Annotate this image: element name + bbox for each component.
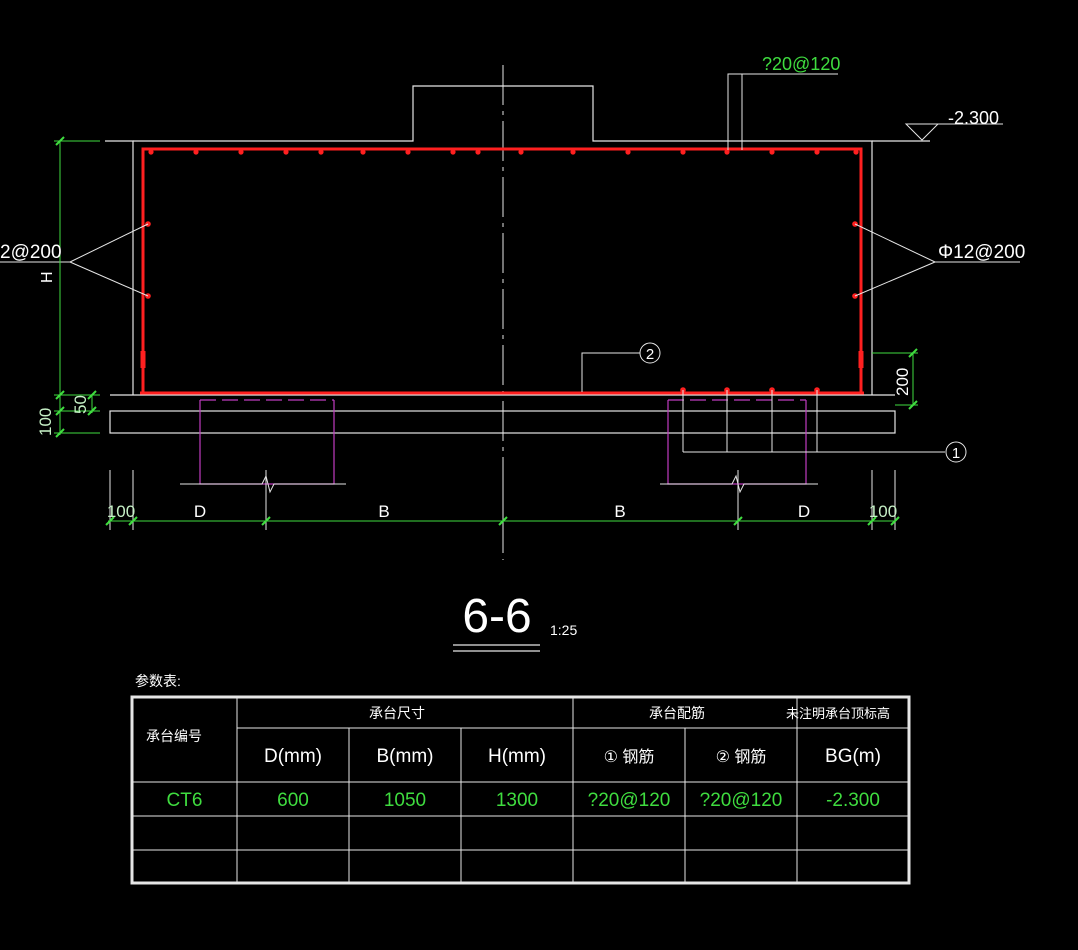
side-rebar-right-label: Φ12@200 (938, 242, 1025, 263)
section-title-underline (453, 644, 540, 652)
rebar-dot (193, 149, 199, 155)
rebar-dot (680, 149, 686, 155)
bottom-dim-100-left: 100 (107, 502, 135, 521)
rebar-dot (318, 149, 324, 155)
marker-2-circle (639, 342, 661, 364)
table-sub-header: ① 钢筋 (604, 748, 655, 766)
table-group-rebar: 承台配筋 (649, 705, 705, 721)
dimension-lines (54, 140, 918, 522)
rebar-dot (405, 149, 411, 155)
pile-cap-outline (105, 85, 930, 434)
leaders (0, 73, 1020, 453)
bottom-dim-d-left: D (194, 502, 206, 521)
rebar-dot (853, 149, 859, 155)
dimension-ticks (55, 136, 918, 438)
table-cell: CT6 (167, 790, 203, 811)
rebar-cage (140, 147, 864, 395)
table-head-id: 承台编号 (146, 728, 202, 744)
dim-200-label: 200 (893, 368, 912, 396)
rebar-dot (769, 149, 775, 155)
marker-1-label: 1 (952, 445, 960, 462)
dim-tick (261, 516, 271, 526)
dim-50-label: 50 (71, 395, 90, 414)
table-group-elev: 未注明承台顶标高 (786, 706, 890, 721)
rebar-dot (625, 149, 631, 155)
table-sub-header: B(mm) (377, 746, 434, 767)
dim-tick (890, 516, 900, 526)
rebar-dot (450, 149, 456, 155)
section-scale: 1:25 (550, 622, 577, 638)
table-rows: CT6 600 1050 1300 ?20@120 ?20@120 -2.300 (167, 790, 880, 811)
rebar-dot (518, 149, 524, 155)
section-title: 6-6 (462, 590, 531, 643)
elevation-label: -2.300 (948, 108, 999, 128)
rebar-dot (360, 149, 366, 155)
table-sub-header: ② 钢筋 (716, 748, 767, 766)
dim-tick (105, 516, 115, 526)
rebar-dot (814, 149, 820, 155)
table-sub-header: H(mm) (488, 746, 546, 767)
dim-tick (498, 516, 508, 526)
table-sub-header: D(mm) (264, 746, 322, 767)
dim-tick (867, 516, 877, 526)
table-cell: -2.300 (826, 790, 880, 811)
table-caption: 参数表: (135, 673, 181, 689)
rebar-dot (570, 149, 576, 155)
dim-tick (733, 516, 743, 526)
bottom-dim-ticks (105, 516, 900, 526)
top-rebar-label: ?20@120 (762, 54, 840, 74)
rebar-dot (724, 149, 730, 155)
rebar-dot (238, 149, 244, 155)
dim-100-label: 100 (36, 408, 55, 436)
table-sub-headers: D(mm) B(mm) H(mm) ① 钢筋 ② 钢筋 BG(m) (264, 746, 881, 767)
table-group-size: 承台尺寸 (369, 705, 425, 721)
pile-break-lines (180, 474, 818, 494)
rebar-dot (148, 149, 154, 155)
bottom-dim-b-left: B (378, 502, 389, 521)
rebar-dots (145, 149, 859, 393)
parameter-table-grid (130, 695, 911, 885)
marker-2-label: 2 (646, 346, 654, 363)
table-cell: 1050 (384, 790, 426, 811)
rebar-dot (475, 149, 481, 155)
height-dim-label: H (39, 271, 56, 283)
bottom-dim-b-right: B (614, 502, 625, 521)
table-cell: ?20@120 (588, 790, 671, 811)
table-cell: 1300 (496, 790, 538, 811)
side-rebar-left-label: 2@200 (0, 242, 62, 263)
bottom-dim-d-right: D (798, 502, 810, 521)
table-sub-header: BG(m) (825, 746, 881, 767)
bottom-dim-100-right: 100 (869, 502, 897, 521)
table-cell: ?20@120 (700, 790, 783, 811)
dim-tick (128, 516, 138, 526)
rebar-dot (283, 149, 289, 155)
marker-1-circle (945, 441, 967, 463)
piles (199, 399, 807, 485)
table-cell: 600 (277, 790, 309, 811)
